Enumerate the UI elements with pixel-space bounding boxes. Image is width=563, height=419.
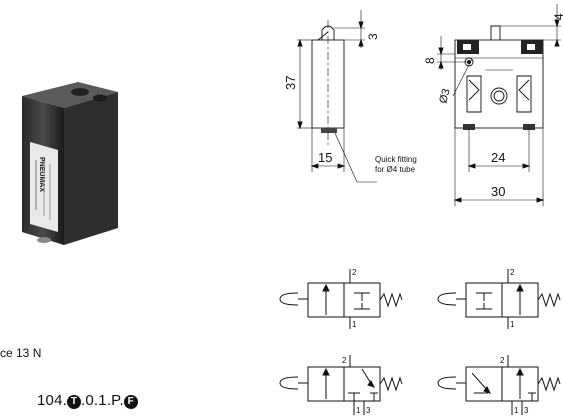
dim-4: 4 [552,13,563,20]
port-label: 1 [510,320,515,329]
option-circle-icon: T [67,395,81,409]
dim-hole: Ø3 [437,87,452,104]
port-label: 1 [356,406,361,415]
port-label: 3 [366,406,371,415]
technical-drawing: 37 3 15 Quick fitting for Ø4 tube 4 8 Ø3… [285,4,563,206]
dim-8: 8 [423,57,437,64]
fitting-note-line1: Quick fitting [375,155,417,164]
symbol-upper-right [437,269,561,329]
option-circle-icon: F [123,395,138,409]
symbol-upper-left [279,269,403,329]
side-view [297,10,365,172]
brand-label: PNEUMAX [38,157,45,192]
dim-3: 3 [366,33,380,40]
symbol-lower-right [437,355,561,415]
dim-37: 37 [285,76,298,90]
pneumatic-symbols: 2 1 2 1 2 1 3 2 1 3 [279,268,561,415]
port-label: 1 [352,320,357,329]
port-label: 2 [352,268,357,277]
actuation-force: ce 13 N [0,346,42,360]
port-label: 2 [342,356,347,365]
port-label: 1 [514,406,519,415]
port-label: 3 [524,406,529,415]
symbol-lower-left [279,355,403,415]
port-label: 2 [510,268,515,277]
order-code-part: .0.1.P. [81,392,124,409]
product-photo: PNEUMAX [22,82,118,245]
order-code: 104.T.0.1.P.F [37,392,138,409]
fitting-note-line2: for Ø4 tube [375,165,416,174]
dim-15: 15 [318,150,332,165]
dim-30: 30 [491,184,505,199]
dim-24: 24 [491,150,505,165]
port-label: 2 [500,356,505,365]
front-view [437,4,561,206]
order-code-part: 104. [37,392,67,409]
